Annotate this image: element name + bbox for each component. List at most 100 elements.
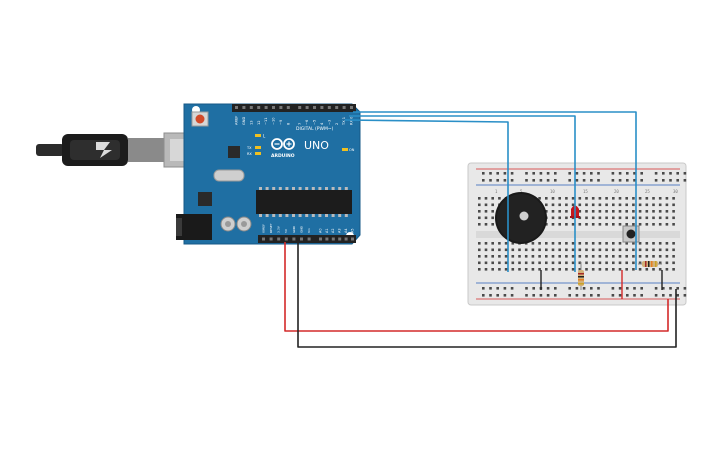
breadboard-hole [491,268,494,271]
header-pin [279,106,283,109]
breadboard-hole [491,255,494,258]
chip-pin [338,187,342,190]
breadboard-hole [605,242,608,245]
breadboard-hole [665,223,669,226]
digital-pin-label: 7 [298,123,302,125]
breadboard-hole [538,248,541,252]
chip-pin [272,214,276,217]
chip-pin [344,187,348,190]
power-pin-label: 5V [284,228,288,233]
chip-pin [265,187,269,190]
breadboard-hole [645,223,649,226]
breadboard-hole [558,197,561,200]
breadboard-hole [645,203,649,207]
breadboard-hole [565,216,568,220]
breadboard-hole [598,261,602,265]
breadboard-hole [525,294,528,297]
breadboard-hole [612,242,615,245]
breadboard-hole [558,210,561,213]
breadboard-hole [484,268,488,271]
breadboard-hole [565,197,568,200]
breadboard-hole [618,179,622,182]
breadboard-hole [545,197,548,200]
breadboard-hole [611,294,615,297]
breadboard-hole [496,287,499,290]
breadboard-hole [582,172,586,175]
breadboard-hole [539,172,543,175]
breadboard-hole [590,287,593,290]
analog-header-label: ANALOG IN [323,247,348,253]
breadboard-hole [645,255,649,258]
breadboard-hole [491,261,494,265]
breadboard-hole [585,216,588,220]
breadboard-hole [496,294,499,297]
digital-pin-label: 8 [286,122,290,125]
breadboard-hole [578,223,582,226]
breadboard-hole [565,210,568,213]
breadboard-hole [531,255,535,258]
breadboard-hole [585,248,588,252]
breadboard-hole [491,248,494,252]
header-pin [350,106,353,109]
breadboard-hole [546,294,550,297]
analog-pin-label: A4 [344,229,348,233]
breadboard-hole [638,210,642,213]
breadboard-hole [585,210,588,213]
breadboard-hole [605,197,608,200]
breadboard-hole [558,248,561,252]
breadboard-hole [578,255,582,258]
breadboard-hole [612,255,615,258]
chip-pin [265,214,269,217]
digital-pin-label: 13 [249,120,253,125]
breadboard-hole [565,223,568,226]
breadboard-hole [538,242,541,245]
breadboard-hole [511,268,515,271]
breadboard-hole [618,255,622,258]
breadboard-hole [571,248,575,252]
chip-pin [311,187,315,190]
header-pin [351,237,354,241]
breadboard-hole [578,197,582,200]
push-button[interactable] [622,225,640,243]
led-tx-label: TX [246,146,252,150]
resistor-led [578,262,584,290]
header-pin [300,237,303,241]
breadboard-hole [511,248,515,252]
column-labels: 1 5 10 15 20 25 30 [495,189,678,194]
breadboard-hole [478,210,481,213]
microcontroller-chip [259,187,348,217]
breadboard-hole [625,268,628,271]
breadboard-hole [484,242,488,245]
breadboard-hole [545,242,548,245]
arduino-logo-icon [271,138,295,150]
breadboard-hole [511,255,515,258]
breadboard-hole [672,248,675,252]
power-pin-label: Vin [307,228,311,233]
digital-header-label: DIGITAL (PWM~) [296,126,334,132]
col-label-30: 30 [673,189,678,194]
breadboard-hole [669,179,672,182]
chip-pin [259,187,262,190]
breadboard-hole [558,203,561,207]
wires [284,111,677,348]
chip-pin [318,214,322,217]
breadboard-hole [554,294,557,297]
analog-pin-label: A5 [350,229,354,233]
breadboard-hole [484,197,488,200]
breadboard-hole [585,261,588,265]
reset-button[interactable] [195,114,205,124]
breadboard-hole [618,216,622,220]
breadboard-hole [558,223,561,226]
breadboard-hole [669,294,672,297]
col-label-1: 1 [495,189,498,194]
breadboard-hole [482,287,485,290]
breadboard-hole [605,248,608,252]
digital-pin-label: ~10 [272,117,276,125]
breadboard-hole [503,294,507,297]
header-pin [249,106,253,109]
piezo-buzzer[interactable] [495,192,547,244]
chip-pin [285,187,289,190]
chip-pin [318,187,322,190]
